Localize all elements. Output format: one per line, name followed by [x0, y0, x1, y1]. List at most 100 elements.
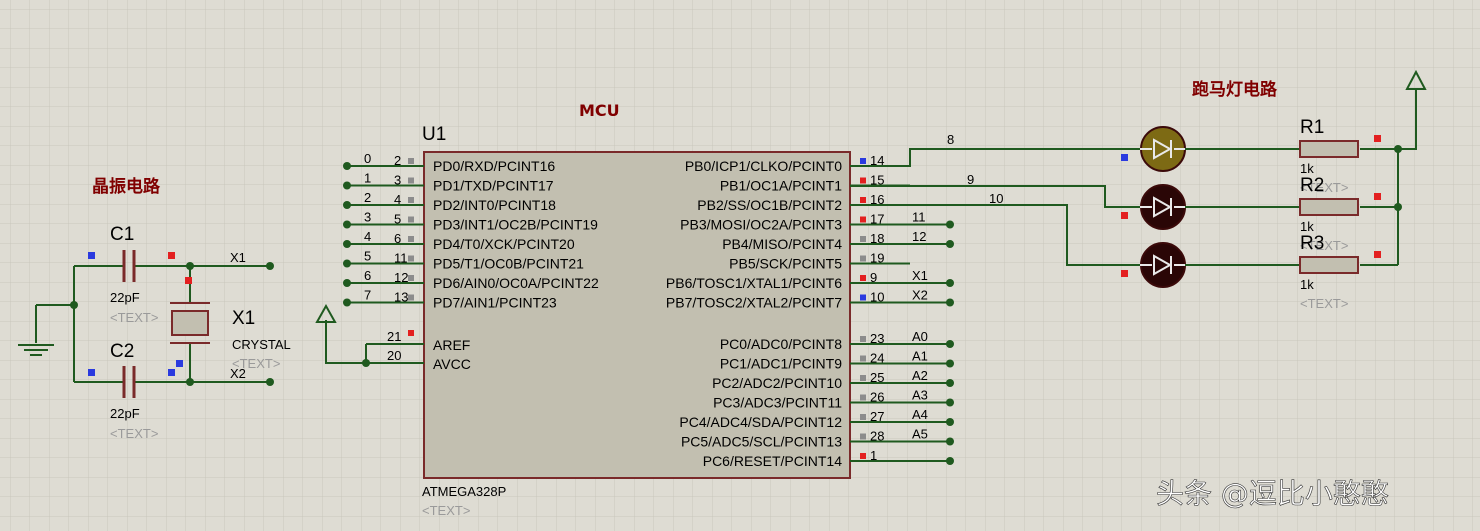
right-pin-label: PB4/MISO/PCINT4 [722, 236, 842, 252]
pd-pin-label: PD7/AIN1/PCINT23 [433, 295, 557, 311]
pd-pin-label: PD1/TXD/PCINT17 [433, 178, 554, 194]
right-pin-number: 9 [870, 270, 877, 285]
c2-text: <TEXT> [110, 426, 158, 441]
right-net-label: A3 [912, 388, 928, 403]
c1-pin2-marker [168, 252, 175, 259]
capacitor-c1[interactable]: C1 22pF <TEXT> [74, 224, 190, 325]
vcc-junction-2 [1394, 203, 1402, 211]
pd-pin-end [343, 259, 351, 268]
led-d2[interactable] [1121, 184, 1186, 230]
right-net-end [946, 398, 954, 407]
net-8-wire [850, 148, 1140, 167]
avcc-pin-number: 20 [387, 348, 401, 363]
right-net-label: X2 [912, 288, 928, 303]
right-pin-number: 19 [870, 251, 884, 266]
pd-pin-marker [408, 177, 414, 184]
pd-pin-marker [408, 255, 414, 262]
pd-pin-label: PD3/INT1/OC2B/PCINT19 [433, 217, 598, 233]
mcu-body[interactable] [423, 151, 851, 479]
resistor-body[interactable] [1299, 256, 1359, 274]
pd-pin-number: 2 [394, 153, 401, 168]
right-pin-number: 25 [870, 370, 884, 385]
diode-triangle-icon [1153, 254, 1173, 276]
right-net-label: A0 [912, 329, 928, 344]
right-net-end [946, 418, 954, 426]
right-pin-number: 15 [870, 173, 884, 188]
resistor-pin-marker [1374, 193, 1381, 200]
power-terminal-icon [315, 303, 337, 323]
watermark: 头条 @逗比小憨憨 [1156, 477, 1389, 510]
diode-triangle-icon [1153, 196, 1173, 218]
net-x1-end [266, 262, 274, 270]
pd-net-label: 6 [364, 268, 371, 283]
resistor-pin-marker [1374, 251, 1381, 258]
aref-pin-marker [408, 330, 414, 336]
x1-pin2-marker [176, 360, 183, 367]
crystal-x1[interactable]: X1 CRYSTAL <TEXT> [170, 266, 291, 382]
resistor-body[interactable] [1299, 198, 1359, 216]
resistor-value: 1k [1300, 277, 1314, 292]
right-pin-label: PC3/ADC3/PCINT11 [713, 395, 842, 411]
led-d3[interactable] [1121, 242, 1186, 288]
right-pin-marker [860, 414, 866, 420]
net-label-10: 10 [989, 191, 1003, 206]
x1-ref: X1 [232, 308, 255, 329]
right-pin-number: 16 [870, 192, 884, 207]
resistor-r2[interactable]: R2 1k <TEXT> [1299, 175, 1381, 253]
resistor-body[interactable] [1299, 140, 1359, 158]
right-net-end [946, 340, 954, 348]
right-pin-marker [860, 236, 866, 242]
ground-junction [70, 301, 78, 309]
pd-pin-number: 12 [394, 270, 408, 285]
pd-pin-number: 5 [394, 212, 401, 227]
pd-pin-end [343, 181, 351, 190]
mcu-ref: U1 [422, 124, 446, 145]
right-net-label: A5 [912, 427, 928, 442]
right-pin-marker [860, 275, 866, 281]
pd-pin-label: PD0/RXD/PCINT16 [433, 158, 555, 174]
led-pin-marker [1121, 270, 1128, 277]
right-pin-number: 10 [870, 290, 884, 305]
resistor-value: 1k [1300, 219, 1314, 234]
right-net-label: 11 [912, 210, 926, 225]
led-d1[interactable] [1121, 126, 1186, 172]
right-pin-number: 24 [870, 351, 884, 366]
ground-icon [18, 344, 54, 356]
resistor-text: <TEXT> [1300, 180, 1348, 195]
vcc-junction-1 [1394, 145, 1402, 153]
right-pin-number: 28 [870, 429, 884, 444]
pd-pin-number: 4 [394, 192, 401, 207]
resistor-text: <TEXT> [1300, 296, 1348, 311]
crystal-circuit[interactable]: C1 22pF <TEXT> C2 22pF <TEXT> X1 CR [18, 224, 291, 441]
mcu-right-pins: 14PB0/ICP1/CLKO/PCINT015PB1/OC1A/PCINT11… [666, 153, 954, 469]
resistor-text: <TEXT> [1300, 238, 1348, 253]
c1-ref: C1 [110, 224, 134, 245]
c2-pin1-marker [88, 369, 95, 376]
right-pin-marker [860, 453, 866, 459]
capacitor-c2[interactable]: C2 22pF <TEXT> [74, 341, 190, 441]
pd-net-label: 7 [364, 288, 371, 303]
pd-pin-marker [408, 216, 414, 223]
pd-pin-marker [408, 275, 414, 281]
led-pin-marker [1121, 154, 1128, 161]
right-net-label: X1 [912, 268, 928, 283]
vcc-riser [1398, 90, 1417, 150]
resistor-pin-marker [1374, 135, 1381, 142]
right-pin-label: PB0/ICP1/CLKO/PCINT0 [685, 158, 842, 174]
right-net-end [946, 457, 954, 465]
mcu-title: MCU [579, 101, 620, 120]
right-pin-label: PC4/ADC4/SDA/PCINT12 [679, 414, 842, 430]
pd-pin-end [343, 220, 351, 229]
power-wire [325, 320, 366, 364]
resistor-ref: R2 [1300, 175, 1324, 196]
pd-pin-number: 3 [394, 173, 401, 188]
right-net-end [946, 279, 954, 287]
right-pin-number: 27 [870, 409, 884, 424]
pd-net-label: 4 [364, 229, 371, 244]
right-net-label: A2 [912, 368, 928, 383]
